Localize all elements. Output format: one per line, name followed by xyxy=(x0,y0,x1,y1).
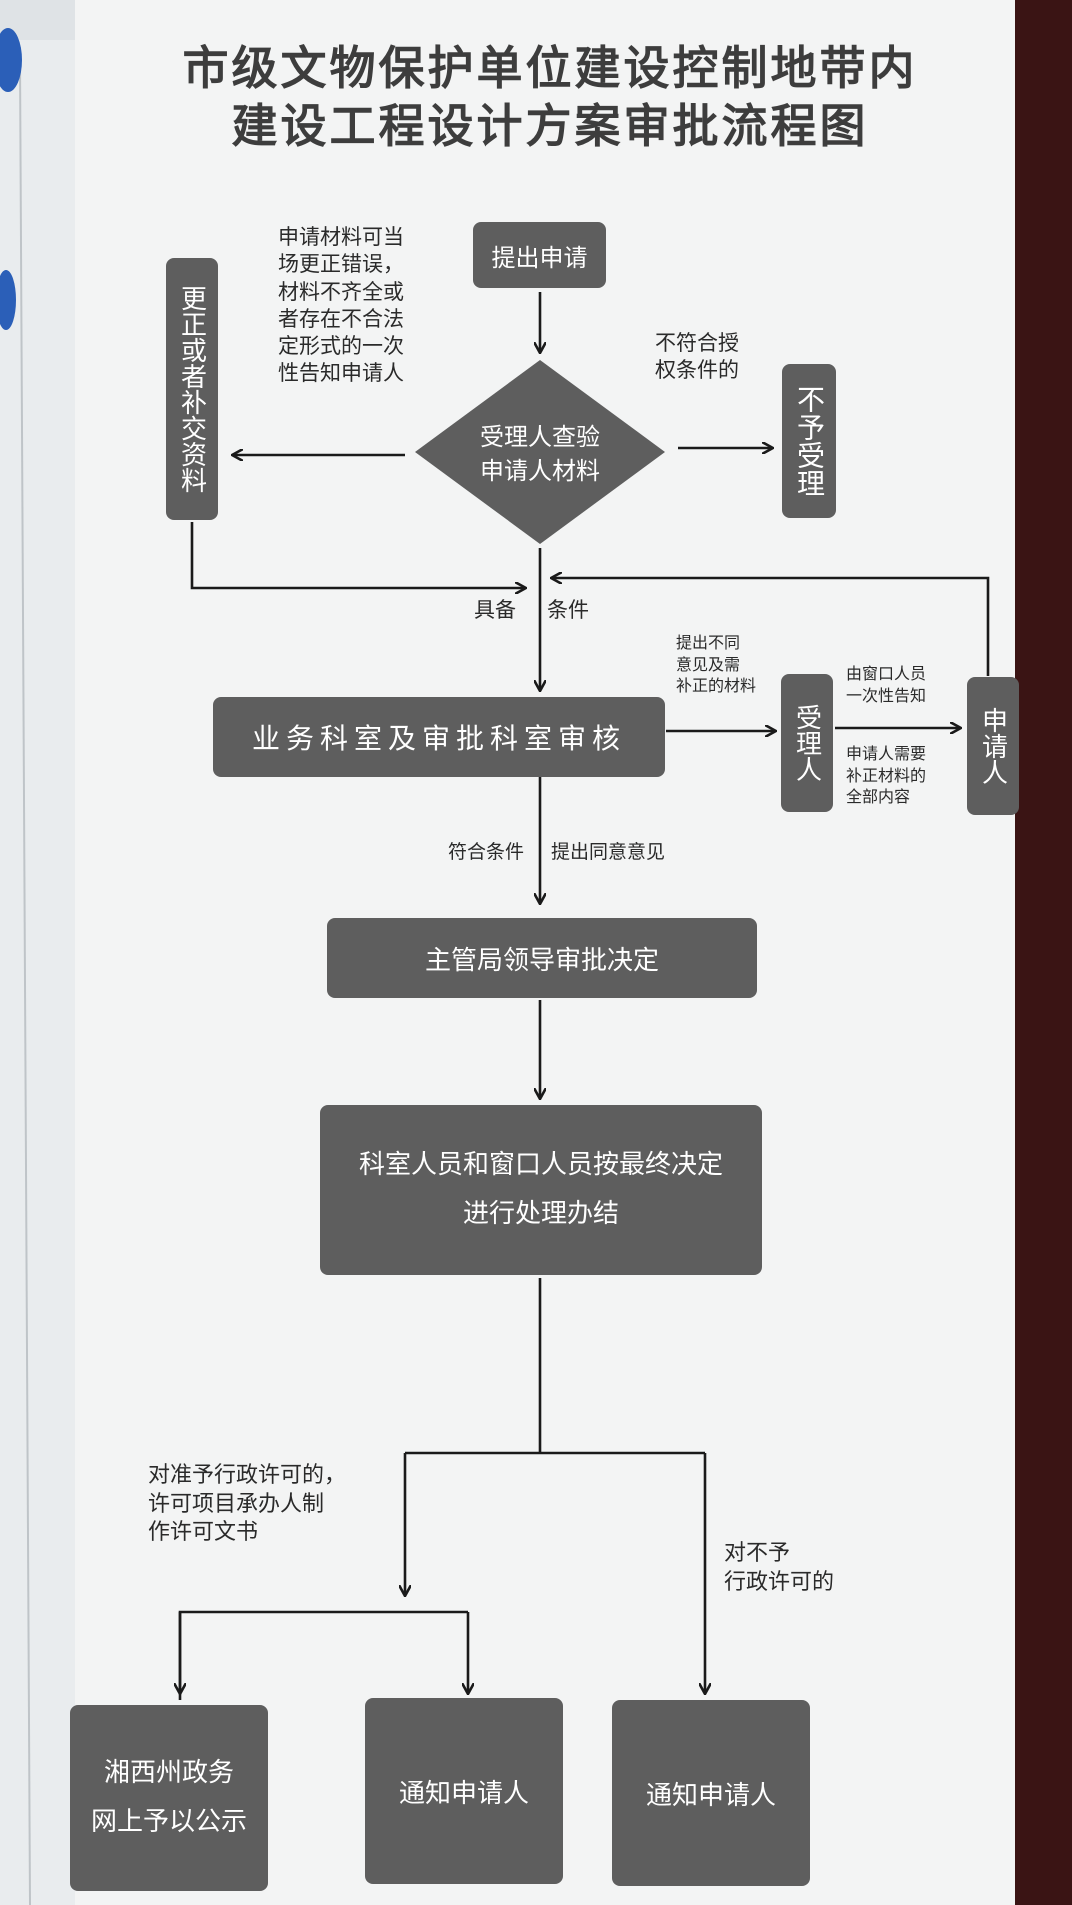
node-reject: 不予受理 xyxy=(782,364,836,518)
title-line-2: 建设工程设计方案审批流程图 xyxy=(231,99,869,153)
node-notify-1: 通知申请人 xyxy=(365,1698,563,1884)
node-submit-label: 提出申请 xyxy=(491,243,588,272)
label-diff-opinion: 提出不同 意见及需 补正的材料 xyxy=(676,633,757,696)
label-approve-left: 符合条件 xyxy=(448,841,525,863)
label-meets-right: 条件 xyxy=(547,598,589,622)
node-publish-label: 湘西州政务 网上予以公示 xyxy=(90,1757,247,1837)
label-reject-note: 不符合授 权条件的 xyxy=(655,331,739,383)
node-applicant: 申请人 xyxy=(967,677,1019,815)
label-approve-right: 提出同意意见 xyxy=(551,841,666,863)
paper-edge-line xyxy=(19,59,31,1905)
desk-edge xyxy=(1015,0,1072,1905)
node-reject-label: 不予受理 xyxy=(793,385,826,497)
node-check-label: 受理人查验 申请人材料 xyxy=(480,423,600,485)
label-deny: 对不予 行政许可的 xyxy=(724,1541,835,1595)
node-applicant-label: 申请人 xyxy=(977,707,1008,785)
node-notify-2: 通知申请人 xyxy=(612,1700,810,1886)
blue-clip-bottom xyxy=(0,270,16,330)
node-submit: 提出申请 xyxy=(473,222,606,288)
check-diamond xyxy=(415,360,665,544)
label-window-notify: 由窗口人员 一次性告知 xyxy=(846,664,927,705)
blue-clip-top xyxy=(0,28,22,92)
node-notify-1-label: 通知申请人 xyxy=(398,1778,529,1809)
node-process: 科室人员和窗口人员按最终决定 进行处理办结 xyxy=(320,1105,762,1275)
title-line-1: 市级文物保护单位建设控制地带内 xyxy=(182,41,918,95)
node-acceptor: 受理人 xyxy=(781,674,833,812)
node-review: 业务科室及审批科室审核 xyxy=(213,697,665,777)
arrow-applicant-return xyxy=(552,578,990,676)
node-process-label: 科室人员和窗口人员按最终决定 进行处理办结 xyxy=(358,1149,723,1229)
node-acceptor-label: 受理人 xyxy=(791,704,822,782)
label-grant: 对准予行政许可的， 许可项目承办人制 作许可文书 xyxy=(148,1463,347,1546)
node-correct-label: 更正或者补交资料 xyxy=(176,285,207,493)
node-check: 受理人查验 申请人材料 xyxy=(458,410,622,500)
arrow-correct-return xyxy=(190,522,525,588)
node-review-label: 业务科室及审批科室审核 xyxy=(251,722,626,755)
label-correct-note: 申请材料可当 场更正错误， 材料不齐全或 者存在不合法 定形式的一次 性告知申请… xyxy=(278,225,404,386)
node-decision-label: 主管局领导审批决定 xyxy=(424,945,659,976)
node-notify-2-label: 通知申请人 xyxy=(645,1780,776,1811)
node-decision: 主管局领导审批决定 xyxy=(327,918,757,998)
node-correct: 更正或者补交资料 xyxy=(166,258,218,520)
label-meets-left: 具备 xyxy=(474,598,516,622)
label-supplement: 申请人需要 补正材料的 全部内容 xyxy=(846,744,927,807)
node-publish: 湘西州政务 网上予以公示 xyxy=(70,1705,268,1891)
